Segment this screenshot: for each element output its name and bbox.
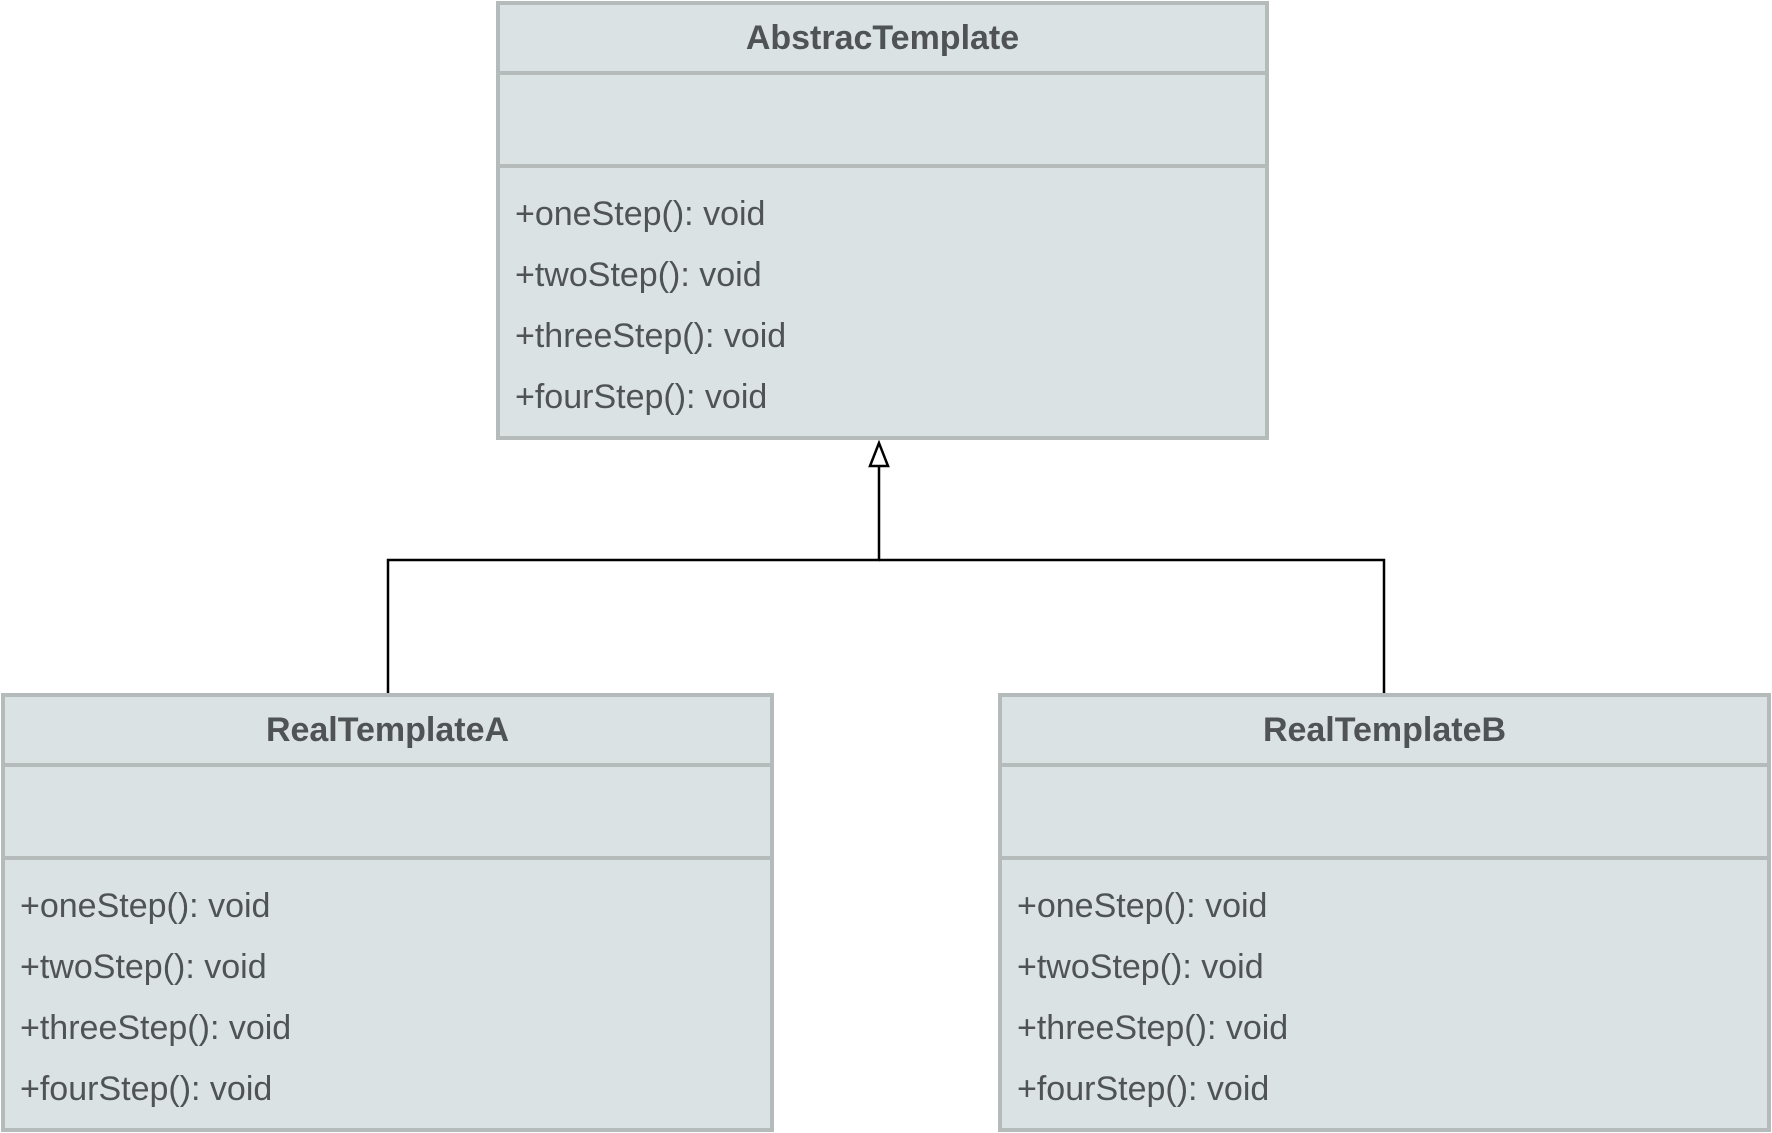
method-two-step: +twoStep(): void: [20, 948, 267, 986]
generalization-arrowhead: [868, 439, 890, 468]
generalization-line-b: [879, 558, 1386, 693]
method-one-step: +oneStep(): void: [515, 195, 766, 233]
method-four-step: +fourStep(): void: [20, 1070, 273, 1108]
method-one-step: +oneStep(): void: [20, 887, 271, 925]
method-one-step: +oneStep(): void: [1017, 887, 1268, 925]
class-box-abstract-template: AbstracTemplate +oneStep(): void +twoSte…: [496, 1, 1269, 440]
method-four-step: +fourStep(): void: [515, 378, 768, 416]
class-methods-section: +oneStep(): void +twoStep(): void +three…: [500, 168, 1265, 428]
class-name: AbstracTemplate: [500, 5, 1265, 75]
method-three-step: +threeStep(): void: [515, 317, 787, 355]
method-two-step: +twoStep(): void: [1017, 948, 1264, 986]
class-name: RealTemplateB: [1002, 697, 1767, 767]
class-attributes-section: [500, 75, 1265, 168]
method-three-step: +threeStep(): void: [1017, 1009, 1289, 1047]
class-attributes-section: [5, 767, 770, 860]
class-name: RealTemplateA: [5, 697, 770, 767]
class-box-real-template-b: RealTemplateB +oneStep(): void +twoStep(…: [998, 693, 1771, 1132]
class-attributes-section: [1002, 767, 1767, 860]
method-two-step: +twoStep(): void: [515, 256, 762, 294]
class-methods-section: +oneStep(): void +twoStep(): void +three…: [5, 860, 770, 1120]
method-four-step: +fourStep(): void: [1017, 1070, 1270, 1108]
class-methods-section: +oneStep(): void +twoStep(): void +three…: [1002, 860, 1767, 1120]
generalization-line-a: [386, 465, 881, 693]
method-three-step: +threeStep(): void: [20, 1009, 292, 1047]
class-box-real-template-a: RealTemplateA +oneStep(): void +twoStep(…: [1, 693, 774, 1132]
